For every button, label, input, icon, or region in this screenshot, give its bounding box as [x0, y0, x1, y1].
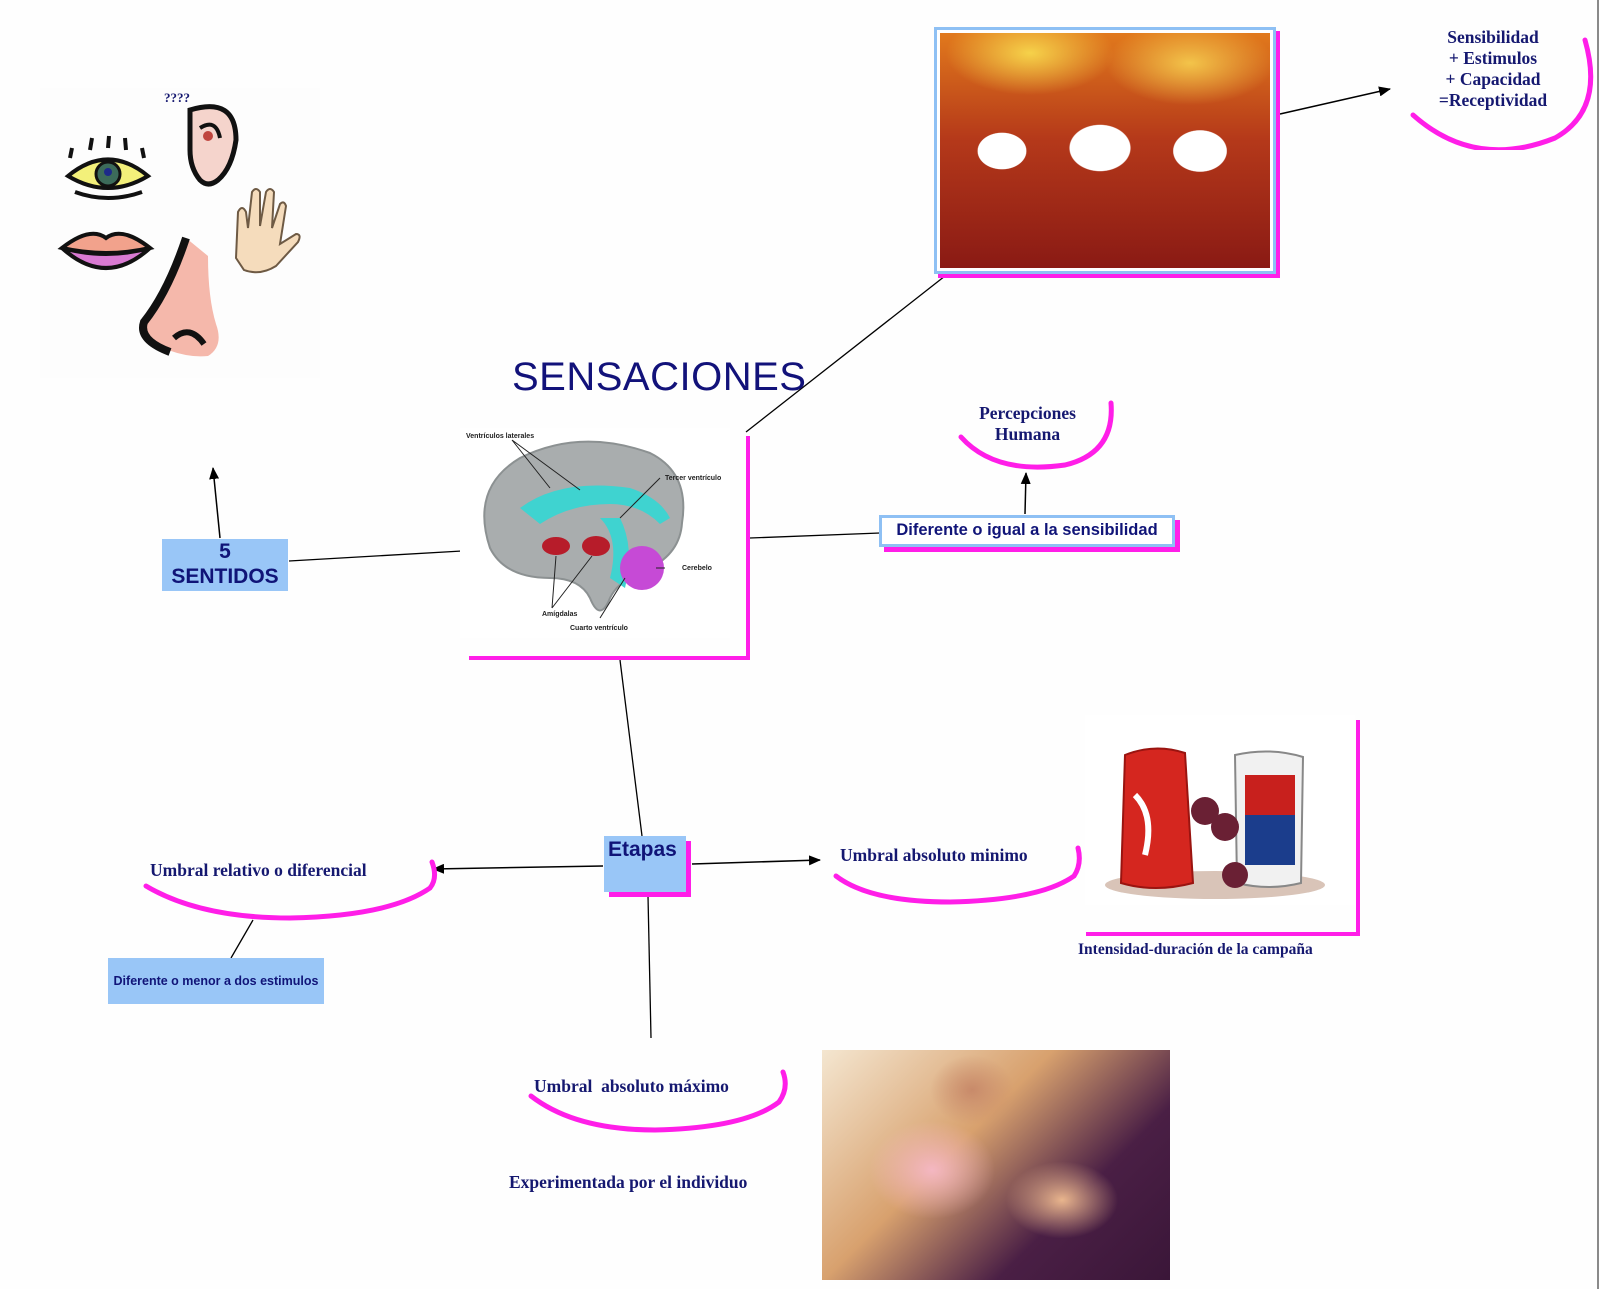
- receptividad-line-1: Sensibilidad: [1447, 27, 1539, 47]
- lips-icon: [57, 231, 155, 270]
- brain-frame-right-border: [746, 436, 750, 660]
- brain-label-tercer-ventriculo: Tercer ventrículo: [665, 475, 721, 482]
- percepciones-line-1: Percepciones: [979, 403, 1076, 423]
- cans-illustration: [1105, 747, 1325, 899]
- brain-label-ventriculos-laterales: Ventrículos laterales: [466, 433, 534, 440]
- umbral-relativo-node[interactable]: Umbral relativo o diferencial: [150, 860, 367, 880]
- percepciones-line-2: Humana: [994, 424, 1061, 444]
- senses-question-caption: ????: [164, 90, 190, 105]
- receptividad-line-3: + Capacidad: [1445, 69, 1541, 89]
- ear-icon: [187, 104, 239, 187]
- brain-frame-bottom-border: [469, 656, 750, 660]
- brain-label-amigdalas: Amígdalas: [542, 611, 578, 618]
- cinco-sentidos-line-2: SENTIDOS: [171, 565, 279, 588]
- etapas-node[interactable]: Etapas: [604, 836, 686, 892]
- connector-etapas-to-maximo: [647, 895, 652, 1039]
- senses-image: ????: [40, 88, 320, 378]
- brain-label-cuarto-ventriculo: Cuarto ventrículo: [570, 625, 628, 632]
- umbral-maximo-arc-decoration: [528, 1069, 788, 1133]
- experimentada-node[interactable]: Experimentada por el individuo: [509, 1172, 748, 1192]
- diferente-igual-node[interactable]: Diferente o igual a la sensibilidad: [879, 515, 1175, 547]
- percepciones-node[interactable]: Percepciones Humana: [955, 403, 1100, 445]
- brain-image: Ventrículos laterales Tercer ventrículo …: [460, 428, 730, 638]
- senses-illustration: [57, 104, 301, 357]
- umbral-minimo-node[interactable]: Umbral absoluto minimo: [840, 845, 1028, 865]
- pepsi-can: [1233, 750, 1305, 888]
- connector-sentidos-to-senses: [209, 467, 221, 539]
- cans-caption: Intensidad-duración de la campaña: [1078, 941, 1313, 958]
- coke-vs-pepsi-image: [1085, 715, 1355, 905]
- connector-etapas-to-minimo: [691, 855, 821, 866]
- connector-flowers-to-receptividad: [1279, 86, 1391, 115]
- diferente-menor-node[interactable]: Diferente o menor a dos estimulos: [108, 958, 324, 1004]
- receptividad-node[interactable]: Sensibilidad + Estimulos + Capacidad =Re…: [1418, 27, 1568, 111]
- cinco-sentidos-node[interactable]: 5 SENTIDOS: [162, 539, 288, 591]
- connector-diferente-to-percepciones: [1020, 472, 1031, 515]
- connector-brain-to-etapas: [619, 659, 643, 837]
- couple-photo-image: [822, 1050, 1170, 1280]
- cans-frame-bottom-border: [1086, 932, 1360, 936]
- brain-illustration: Ventrículos laterales Tercer ventrículo …: [466, 433, 721, 632]
- connector-etapas-to-relativo: [432, 863, 604, 874]
- flowers-painting-image: [940, 33, 1270, 268]
- coke-can: [1119, 747, 1195, 889]
- receptividad-line-4: =Receptividad: [1438, 90, 1548, 110]
- connector-sentidos-to-brain: [288, 550, 463, 562]
- cinco-sentidos-line-1: 5: [219, 540, 231, 563]
- connector-brain-to-flowers: [745, 275, 946, 433]
- cans-frame-right-border: [1356, 720, 1360, 936]
- hand-icon: [234, 188, 301, 274]
- eye-icon: [64, 135, 152, 200]
- brain-label-cerebelo: Cerebelo: [682, 565, 712, 572]
- umbral-maximo-node[interactable]: Umbral absoluto máximo: [534, 1076, 729, 1096]
- page-edge-border: [1597, 0, 1599, 1289]
- connector-brain-to-diferente: [749, 532, 881, 539]
- connector-relativo-to-menor: [230, 919, 254, 959]
- page-title: SENSACIONES: [512, 355, 807, 399]
- nose-icon: [139, 236, 219, 357]
- receptividad-line-2: + Estimulos: [1448, 48, 1538, 68]
- flowers-image-frame: [934, 27, 1276, 274]
